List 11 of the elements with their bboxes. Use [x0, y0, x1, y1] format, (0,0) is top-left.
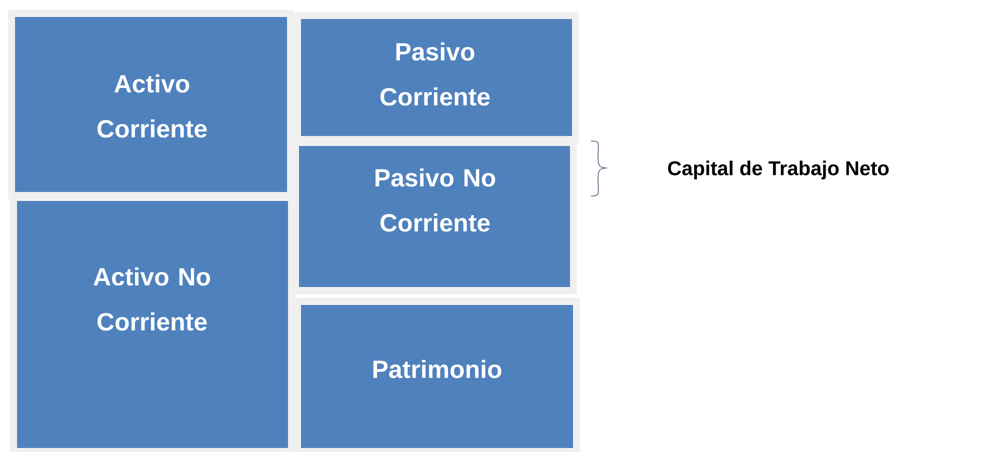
node-label: Pasivo No Corriente — [376, 168, 496, 232]
category-box: Patrimonio — [294, 298, 580, 452]
category-box: Pasivo No Corriente — [292, 139, 577, 294]
category-box: Activo Corriente — [8, 10, 294, 199]
bracket-label: Capital de Trabajo Neto — [668, 160, 889, 180]
node-label: Pasivo Corriente — [380, 42, 490, 106]
node-label: Activo No Corriente — [94, 267, 210, 331]
node-label: Activo Corriente — [97, 74, 207, 138]
category-box: Pasivo Corriente — [294, 12, 579, 143]
node-label: Patrimonio — [373, 360, 502, 378]
category-box: Activo No Corriente — [10, 194, 295, 452]
